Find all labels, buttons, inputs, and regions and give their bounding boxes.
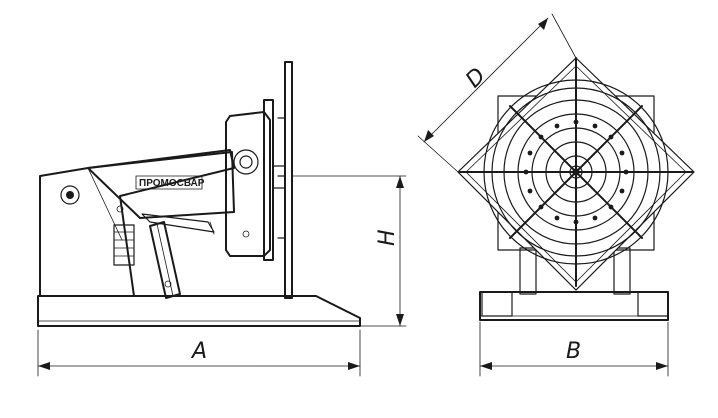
faceplate — [284, 61, 293, 299]
side-base-plate — [37, 295, 361, 327]
strut-rod — [156, 223, 174, 297]
front-view — [457, 57, 695, 321]
dimension-a: A — [37, 329, 361, 377]
hydraulic-strut — [149, 221, 181, 299]
side-frame-inner — [87, 167, 123, 241]
side-view: ПРОМОСВАР — [37, 61, 407, 327]
tilt-arm — [87, 151, 235, 219]
rotator-shaft-outer — [233, 149, 259, 175]
dimension-a-label: A — [190, 339, 207, 364]
side-small-hole — [116, 205, 124, 213]
strut-bracket — [141, 213, 215, 233]
strut-pin — [164, 280, 172, 288]
side-pivot-outer — [60, 185, 80, 205]
logo: ПРОМОСВАР — [135, 175, 205, 190]
gear-block — [113, 224, 135, 266]
rotator-shaft-inner — [239, 155, 253, 169]
table-slots — [459, 57, 693, 287]
table-center — [572, 168, 580, 176]
logo-text: ПРОМОСВАР — [139, 178, 205, 189]
rotator-flange — [263, 99, 274, 261]
dimension-b-label: B — [566, 339, 581, 364]
front-leg-right — [613, 247, 631, 295]
table-bolt-holes — [523, 119, 629, 225]
front-foot-right — [637, 291, 669, 317]
rotator-small-hole — [242, 230, 250, 238]
front-foot-left — [481, 291, 513, 317]
dimension-d-label: D — [461, 63, 491, 93]
dimension-h-label: H — [375, 229, 400, 246]
side-frame — [39, 149, 235, 297]
side-pivot-inner — [66, 191, 74, 199]
dimension-h: H — [375, 175, 404, 327]
faceplate-hub — [272, 165, 286, 189]
front-leg-left — [519, 247, 537, 295]
strut-bracket-detail — [209, 221, 215, 235]
dimension-b: B — [479, 321, 669, 377]
